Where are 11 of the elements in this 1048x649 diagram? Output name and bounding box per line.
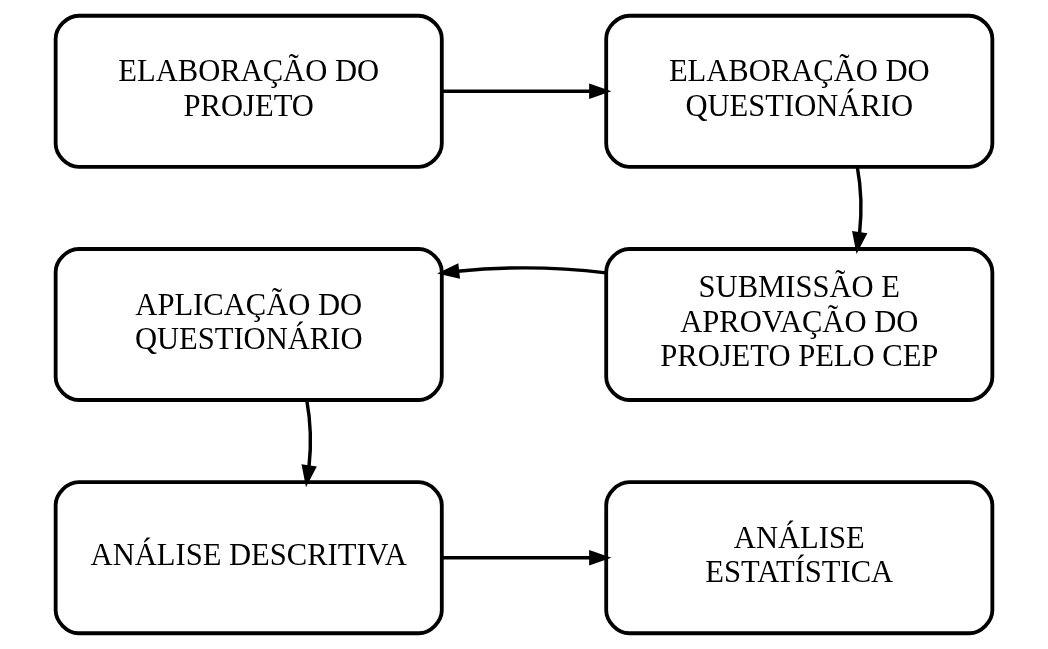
node-box: SUBMISSÃO E APROVAÇÃO DO PROJETO PELO CEP: [604, 247, 995, 402]
arrow: [437, 263, 607, 279]
arrow: [442, 549, 612, 566]
arrow: [442, 83, 612, 100]
node-box: ANÁLISE DESCRITIVA: [53, 480, 444, 636]
node-box: ELABORAÇÃO DO QUESTIONÁRIO: [604, 13, 995, 169]
node-box: ANÁLISE ESTATÍSTICA: [604, 480, 995, 636]
arrow: [301, 399, 317, 488]
node-box: ELABORAÇÃO DO PROJETO: [53, 13, 444, 169]
node-box: APLICAÇÃO DO QUESTIONÁRIO: [53, 247, 444, 402]
arrow: [852, 166, 868, 255]
